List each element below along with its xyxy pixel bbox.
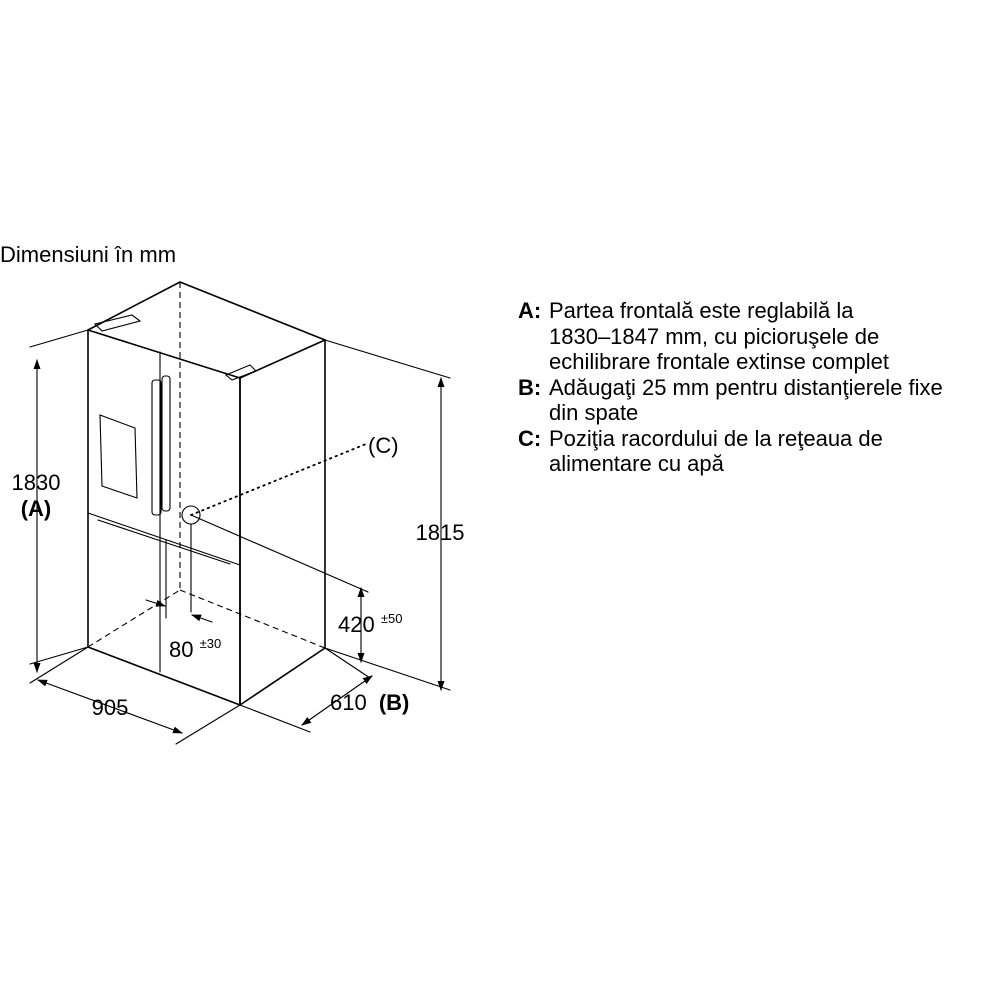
height-total-ext-bottom (29, 646, 89, 665)
legend-key: C: (518, 425, 542, 451)
connection-height-dimension: 420 ±50 (190, 514, 402, 663)
width-line (37, 679, 183, 734)
legend: A: Partea frontală este reglabilă la 183… (518, 298, 998, 477)
legend-item-b: B: Adăugaţi 25 mm pentru distanţierele f… (518, 375, 998, 426)
legend-item-a: A: Partea frontală este reglabilă la 183… (518, 298, 998, 375)
depth-value: 610 (330, 690, 367, 715)
height-total-ext-top (29, 329, 89, 348)
width-dimension: 905 (29, 646, 241, 745)
hidden-bottom-right (179, 589, 326, 649)
fridge-top-edge (87, 281, 326, 341)
depth-ext-front (239, 704, 311, 733)
connection-leader (190, 443, 367, 516)
connection-height-ext-top (190, 514, 369, 593)
depth-line (301, 675, 373, 726)
drawer-handle (97, 519, 231, 565)
connection-offset-dimension: 80 ±30 (145, 523, 221, 662)
drawer-split-line (87, 512, 241, 566)
width-ext-left (29, 646, 89, 684)
top-hinge-right (224, 364, 257, 381)
height-back-value: 1815 (416, 520, 465, 545)
depth-ref: (B) (379, 690, 410, 715)
depth-ext-back (324, 647, 371, 679)
top-hinge-left (93, 314, 142, 332)
connection-height-label: 420 ±50 (338, 611, 402, 637)
height-total-dimension: 1830 (A) (12, 329, 89, 673)
depth-dimension: 610 (B) (239, 647, 409, 733)
connection-offset-arrow-left (145, 599, 166, 607)
water-dispenser (99, 414, 138, 499)
depth-label: 610 (B) (330, 690, 409, 715)
connection-offset-value: 80 (169, 637, 193, 662)
fridge-side-face (239, 339, 326, 706)
legend-text: Poziţia racordului de la reţeaua de alim… (549, 425, 883, 477)
width-value: 905 (92, 695, 129, 720)
dimensions-caption: Dimensiuni în mm (0, 242, 177, 267)
height-back-ext-bottom (324, 647, 451, 691)
connection-offset-arrow-right (191, 614, 213, 623)
connection-height-tolerance: ±50 (381, 611, 403, 626)
legend-text: Adăugaţi 25 mm pentru distanţierele fixe… (549, 374, 943, 426)
connection-height-value: 420 (338, 612, 375, 637)
connection-offset-label: 80 ±30 (169, 636, 221, 662)
hidden-edges (87, 282, 326, 649)
door-handle-right (161, 375, 171, 512)
width-ext-right (175, 704, 241, 745)
water-connection: (C) (181, 433, 399, 525)
hidden-bottom-left (87, 589, 181, 648)
connection-offset-tolerance: ±30 (200, 636, 222, 651)
height-total-value: 1830 (12, 470, 61, 495)
height-total-ref: (A) (21, 496, 52, 521)
legend-key: A: (518, 298, 542, 323)
connection-ref-label: (C) (368, 433, 399, 458)
door-handle-left (151, 379, 162, 516)
height-back-dimension: 1815 (324, 339, 465, 691)
legend-item-c: C: Poziţia racordului de la reţeaua de a… (518, 426, 998, 477)
legend-text: Partea frontală este reglabilă la 1830–1… (549, 298, 889, 374)
legend-key: B: (518, 374, 542, 400)
height-back-ext-top (324, 339, 451, 379)
